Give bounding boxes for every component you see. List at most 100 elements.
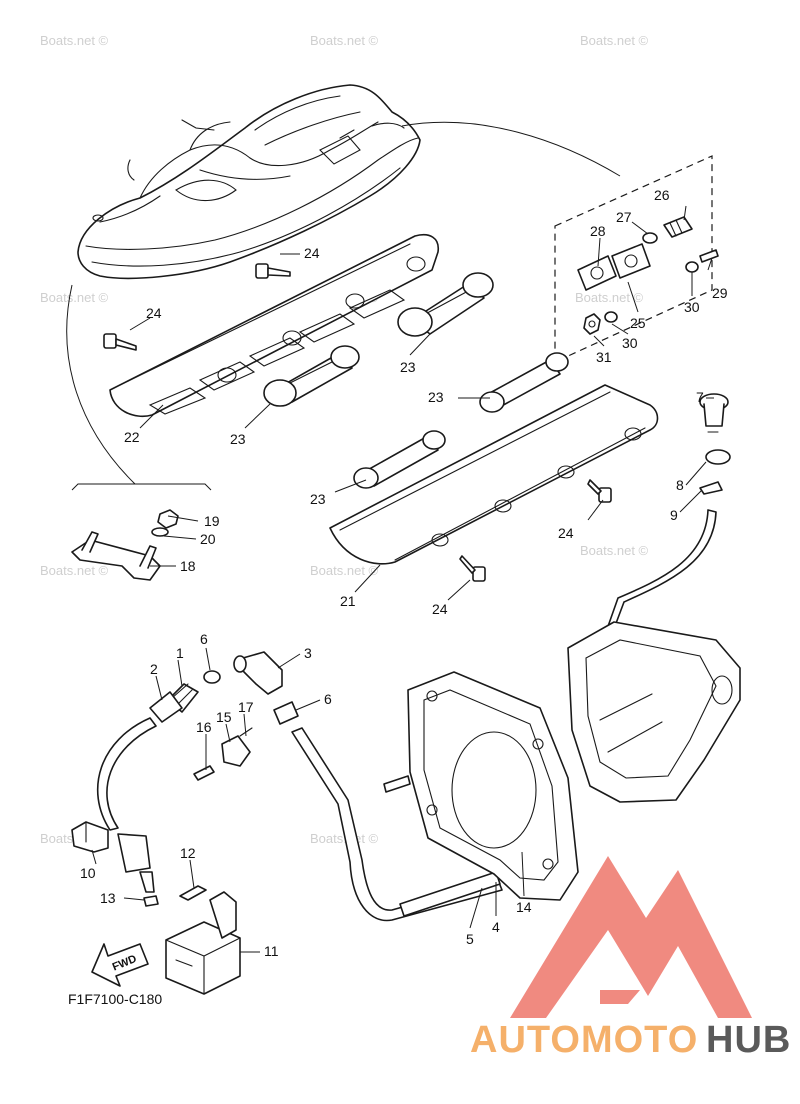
bracket-23c	[479, 352, 569, 413]
figure-code: F1F7100-C180	[68, 991, 162, 1007]
callout-29: 29	[712, 285, 728, 301]
brand-word-hub: HUB	[706, 1019, 791, 1061]
callout-3: 3	[304, 645, 312, 661]
callout-16: 16	[196, 719, 212, 735]
nut-31	[583, 313, 601, 335]
pin-16	[193, 765, 215, 781]
brand-mark-icon	[510, 856, 752, 1018]
callout-4: 4	[492, 919, 500, 935]
plug-13	[143, 895, 159, 907]
watercraft-illustration	[77, 84, 421, 280]
callout-11: 11	[264, 943, 279, 959]
sponson-left	[109, 234, 440, 417]
callout-30: 30	[684, 299, 700, 315]
callout-7: 7	[696, 389, 704, 405]
callout-24: 24	[432, 601, 448, 617]
bolt-29	[699, 249, 719, 263]
callout-1: 1	[176, 645, 184, 661]
watermark: Boats.net ©	[310, 563, 379, 578]
callout-28: 28	[590, 223, 606, 239]
callout-2: 2	[150, 661, 158, 677]
bracket-23a	[397, 272, 494, 337]
callout-25: 25	[630, 315, 646, 331]
callout-17: 17	[238, 699, 254, 715]
washer-30a	[685, 261, 699, 273]
callout-8: 8	[676, 477, 684, 493]
callout-12: 12	[180, 845, 196, 861]
leader-line	[401, 121, 621, 177]
clip-15-17	[221, 727, 253, 767]
module-11	[165, 891, 241, 995]
callout-6: 6	[324, 691, 332, 707]
dashed-detail-box	[554, 155, 713, 363]
watermark: Boats.net ©	[580, 543, 649, 558]
callout-22: 22	[124, 429, 140, 445]
callout-19: 19	[204, 513, 220, 529]
callout-labels: 24 24 23 23 23 23 22 21 24 24 26 27 28 2…	[80, 187, 728, 959]
callout-18: 18	[180, 558, 196, 574]
mounting-plate	[383, 671, 579, 901]
callout-10: 10	[80, 865, 96, 881]
callout-23: 23	[230, 431, 246, 447]
watermark: Boats.net ©	[575, 290, 644, 305]
bolt-24b	[103, 333, 137, 351]
clamp-6b	[273, 701, 299, 725]
callout-15: 15	[216, 709, 232, 725]
pin-12	[179, 885, 207, 901]
plate-25	[611, 243, 651, 279]
callout-13: 13	[100, 890, 116, 906]
nozzle-housing	[567, 621, 741, 803]
callout-leaders	[91, 205, 714, 953]
hose-2	[96, 691, 183, 893]
hose-5	[291, 727, 503, 922]
inset-bracket	[71, 483, 212, 491]
watermark: Boats.net ©	[40, 563, 109, 578]
hose-9	[605, 509, 717, 635]
sponson-right	[329, 384, 659, 565]
callout-5: 5	[466, 931, 474, 947]
callout-24: 24	[146, 305, 162, 321]
washer-30b	[604, 311, 618, 323]
o-ring-27	[642, 232, 658, 244]
callout-21: 21	[340, 593, 356, 609]
bolt-24a	[255, 263, 291, 279]
gasket-28	[577, 255, 617, 291]
callout-6: 6	[200, 631, 208, 647]
callout-23: 23	[400, 359, 416, 375]
nut-19	[157, 509, 179, 529]
callout-23: 23	[428, 389, 444, 405]
brand-logo: AUTOMOTO HUB	[470, 856, 791, 1061]
elbow-3	[233, 651, 283, 695]
bracket-18	[71, 531, 161, 581]
callout-31: 31	[596, 349, 612, 365]
callout-27: 27	[616, 209, 632, 225]
washer-20	[151, 527, 169, 537]
brand-mark-detail	[600, 990, 640, 1004]
leader-line	[66, 284, 136, 485]
cap-7	[699, 393, 729, 433]
grommet-8	[705, 449, 731, 465]
callout-30: 30	[622, 335, 638, 351]
callout-26: 26	[654, 187, 670, 203]
callout-9: 9	[670, 507, 678, 523]
watermark: Boats.net ©	[40, 33, 109, 48]
watermark: Boats.net ©	[580, 33, 649, 48]
watermark: Boats.net ©	[310, 33, 379, 48]
callout-23: 23	[310, 491, 326, 507]
forward-arrow-icon: FWD	[91, 943, 149, 987]
watermark: Boats.net ©	[310, 831, 379, 846]
bolt-24d	[459, 555, 486, 582]
bracket-10	[71, 821, 109, 853]
clamp-6a	[203, 670, 221, 684]
callout-24: 24	[304, 245, 320, 261]
bracket-23d	[353, 430, 446, 489]
bolt-24c	[587, 479, 612, 503]
callout-20: 20	[200, 531, 216, 547]
fitting-26	[663, 216, 693, 238]
clamp-9	[699, 481, 723, 495]
callout-24: 24	[558, 525, 574, 541]
brand-word-automoto: AUTOMOTO	[470, 1019, 698, 1061]
watermark: Boats.net ©	[40, 290, 109, 305]
